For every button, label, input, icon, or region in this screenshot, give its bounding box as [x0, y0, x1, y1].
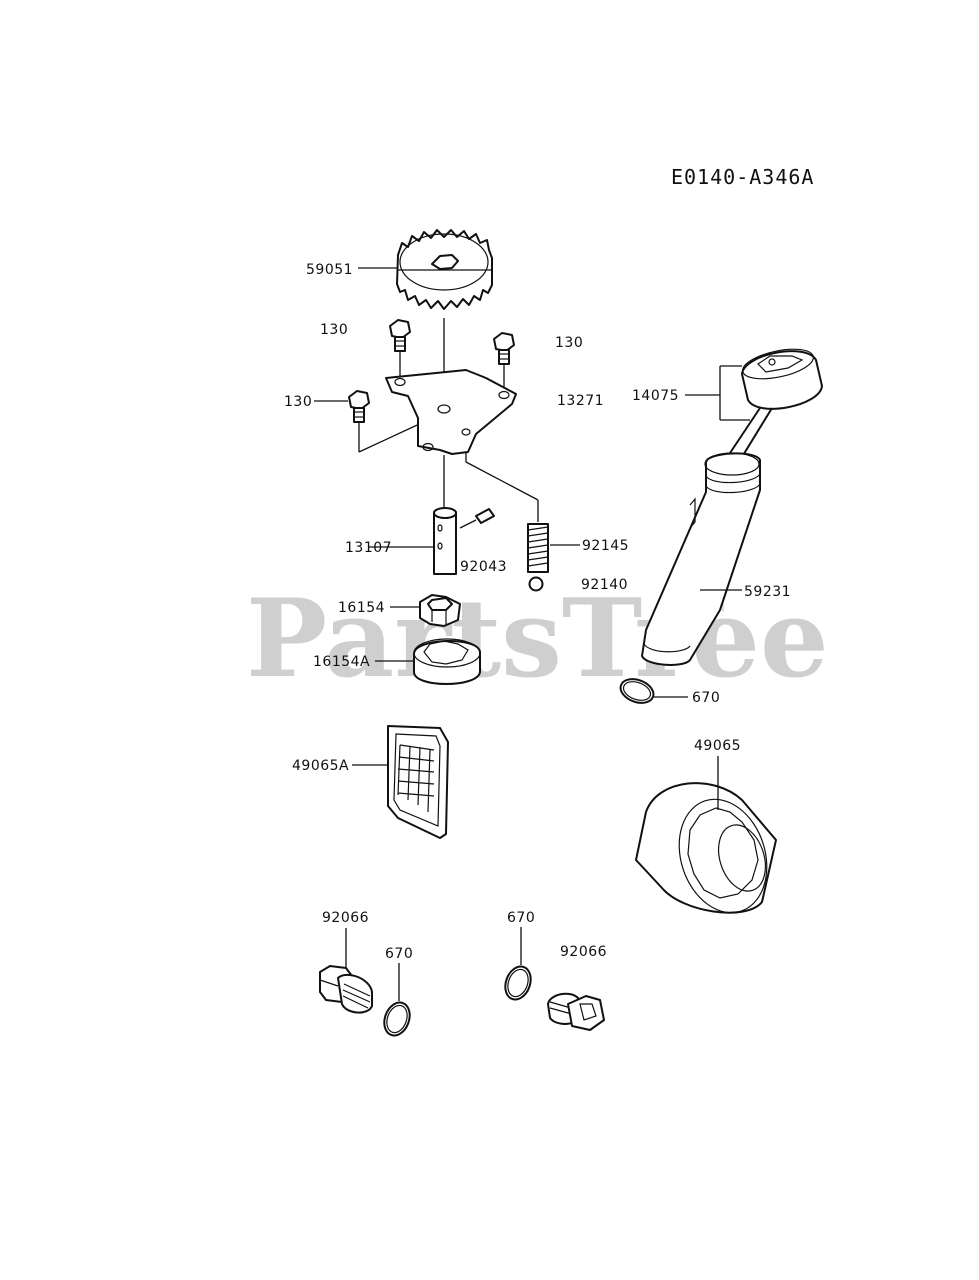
- label-pin: 92043: [460, 559, 507, 575]
- outer-rotor-part[interactable]: [413, 638, 481, 685]
- label-drain-plug-left: 92066: [322, 910, 369, 926]
- shaft-part[interactable]: [433, 507, 457, 575]
- spring-part[interactable]: [527, 523, 549, 573]
- label-inner-rotor: 16154: [338, 600, 385, 616]
- watermark: PartsTree TM: [246, 576, 829, 702]
- label-shaft: 13107: [345, 540, 392, 556]
- label-bolt-left: 130: [284, 394, 312, 410]
- dipstick-part[interactable]: [719, 344, 823, 471]
- inner-rotor-part[interactable]: [419, 594, 461, 627]
- label-plate: 13271: [557, 393, 604, 409]
- label-oring-left: 670: [385, 946, 413, 962]
- plate-part[interactable]: [385, 369, 517, 455]
- label-spring: 92145: [582, 538, 629, 554]
- pin-part[interactable]: [475, 508, 495, 524]
- oring-left-part[interactable]: [380, 999, 414, 1039]
- label-oring-tube: 670: [692, 690, 720, 706]
- bolt-top-right-part[interactable]: [493, 332, 515, 365]
- label-oil-filter: 49065: [694, 738, 741, 754]
- filler-tube-part[interactable]: [641, 452, 761, 666]
- bolt-top-left-part[interactable]: [389, 319, 411, 352]
- label-filler-tube: 59231: [744, 584, 791, 600]
- screen-filter-part[interactable]: [387, 725, 449, 839]
- watermark-text: PartsTree: [246, 576, 829, 702]
- label-outer-rotor: 16154A: [313, 654, 370, 670]
- label-ball: 92140: [581, 577, 628, 593]
- drain-plug-left-part[interactable]: [319, 965, 373, 1014]
- oring-right-part[interactable]: [501, 963, 535, 1003]
- bolt-left-part[interactable]: [348, 390, 370, 423]
- label-oring-right: 670: [507, 910, 535, 926]
- label-bolt-top-right: 130: [555, 335, 583, 351]
- oring-tube-part[interactable]: [617, 675, 656, 707]
- drain-plug-right-part[interactable]: [547, 992, 605, 1031]
- label-dipstick-cap: 14075: [632, 388, 679, 404]
- diagram-code: E0140-A346A: [671, 165, 814, 189]
- label-gear: 59051: [306, 262, 353, 278]
- label-drain-plug-right: 92066: [560, 944, 607, 960]
- oil-filter-part[interactable]: [635, 782, 781, 924]
- label-bolt-top-left: 130: [320, 322, 348, 338]
- label-screen-filter: 49065A: [292, 758, 349, 774]
- gear-part[interactable]: [396, 229, 493, 310]
- ball-part[interactable]: [528, 576, 544, 592]
